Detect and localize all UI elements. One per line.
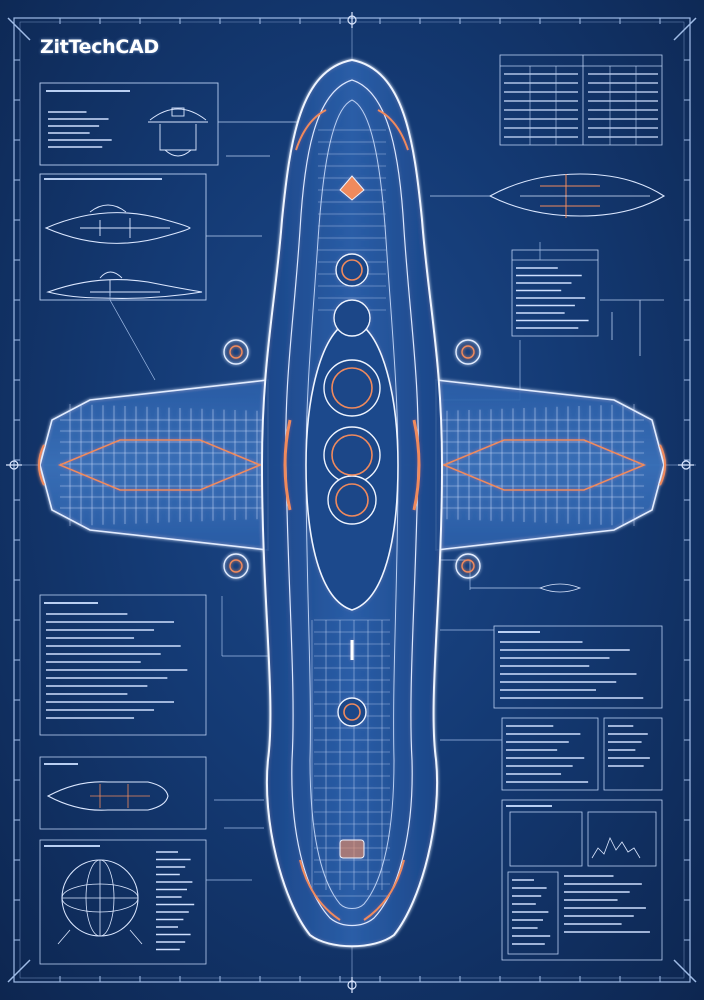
panel-top-left: [39, 82, 300, 301]
leader-lines: [109, 242, 541, 881]
panel-top-right: [430, 54, 666, 356]
frame-ticks: [14, 18, 690, 982]
panel-bottom-right: [470, 583, 663, 961]
panel-bottom-left: [39, 594, 207, 965]
crosshair-marker-icon: [6, 12, 694, 993]
right-wing: [435, 379, 665, 551]
spaceship-drawing: [38, 58, 666, 948]
brand-logo: ZitTechCAD: [40, 36, 159, 58]
left-wing: [39, 379, 269, 551]
